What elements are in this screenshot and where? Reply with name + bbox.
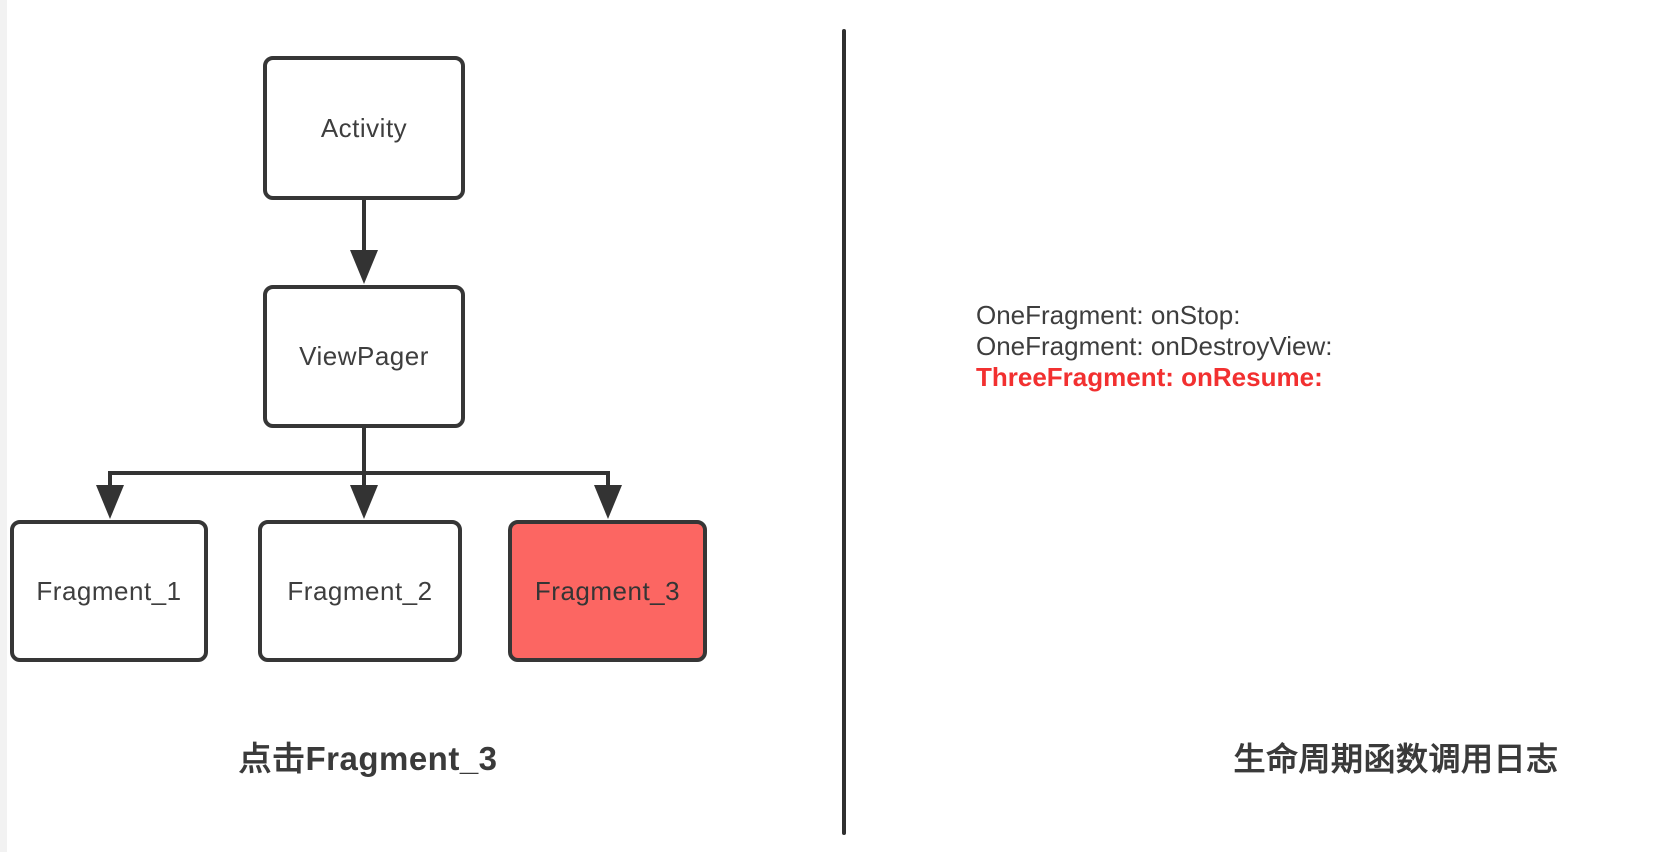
log-block: OneFragment: onStop: OneFragment: onDest… <box>976 300 1332 393</box>
log-caption: 生命周期函数调用日志 <box>1233 741 1559 777</box>
left-edge-strip <box>0 0 7 852</box>
log-line: OneFragment: onDestroyView: <box>976 331 1333 361</box>
node-activity: Activity <box>263 56 465 200</box>
vertical-divider <box>842 29 846 835</box>
node-fragment-2-label: Fragment_2 <box>287 575 433 606</box>
node-fragment-3-highlighted: Fragment_3 <box>508 520 707 662</box>
node-viewpager-label: ViewPager <box>299 341 429 371</box>
node-viewpager: ViewPager <box>263 285 465 428</box>
node-activity-label: Activity <box>320 112 408 143</box>
log-line: OneFragment: onStop: <box>976 300 1241 330</box>
node-fragment-1-label: Fragment_1 <box>36 575 182 606</box>
node-fragment-2: Fragment_2 <box>258 520 462 662</box>
node-fragment-1: Fragment_1 <box>10 520 208 662</box>
diagram-caption: 点击Fragment_3 <box>238 740 498 777</box>
node-fragment-3-label: Fragment_3 <box>534 575 681 606</box>
log-line-highlighted: ThreeFragment: onResume: <box>976 362 1323 392</box>
